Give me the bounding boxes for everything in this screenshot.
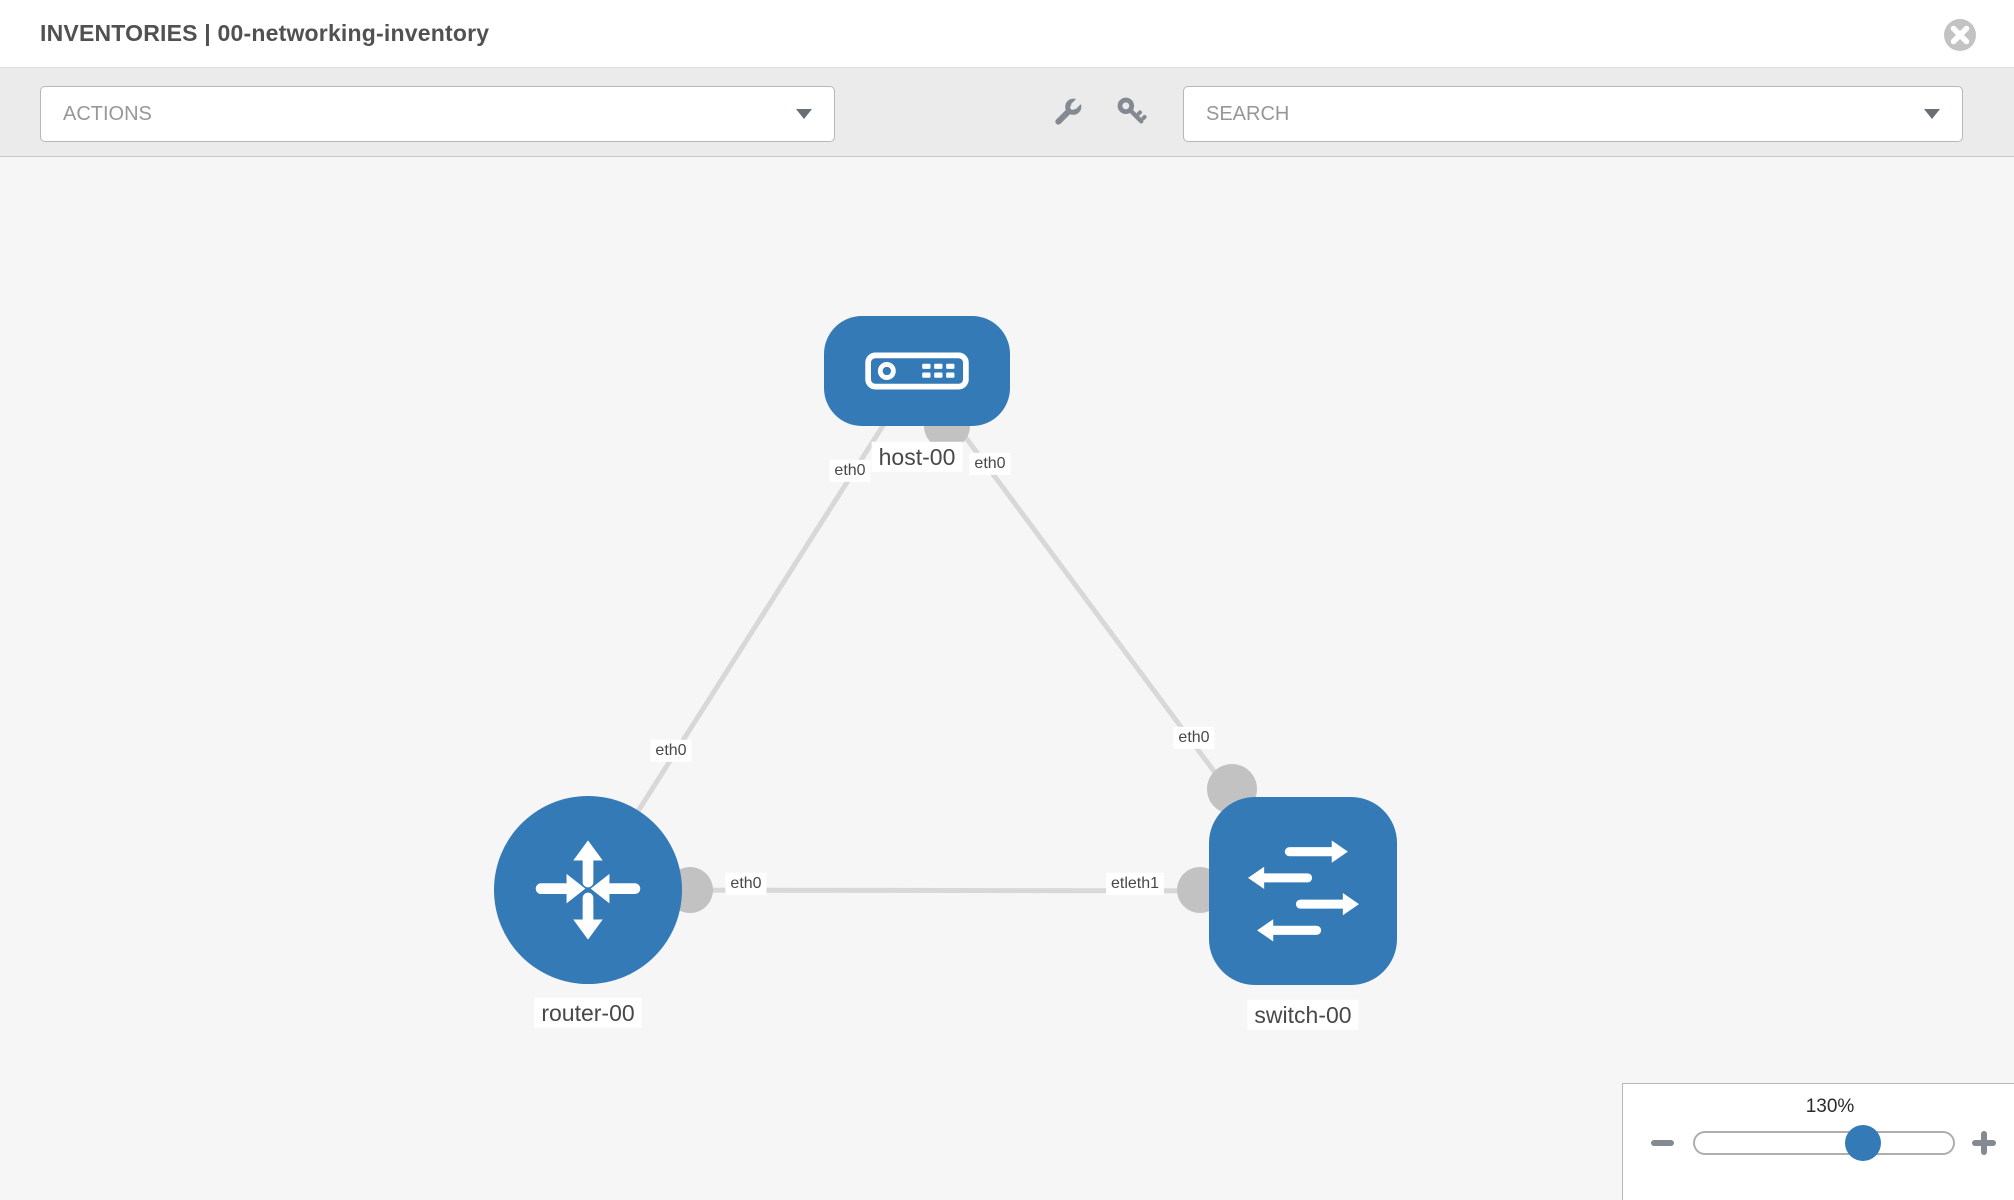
close-button[interactable] xyxy=(1942,17,1978,53)
switch-arrows-icon xyxy=(1248,840,1359,942)
link-host-router xyxy=(585,370,920,892)
router-arrows-icon xyxy=(535,840,641,940)
chevron-down-icon xyxy=(796,109,812,119)
interface-label: eth0 xyxy=(650,739,692,763)
zoom-slider-thumb[interactable] xyxy=(1845,1125,1881,1161)
node-router-00[interactable] xyxy=(494,796,682,984)
key-icon xyxy=(1117,97,1147,124)
node-label-switch: switch-00 xyxy=(1247,999,1359,1031)
zoom-level-value: 130% xyxy=(1805,1096,1855,1117)
node-host-00[interactable] xyxy=(824,316,1010,426)
interface-dots xyxy=(667,403,1257,913)
actions-dropdown-label: ACTIONS xyxy=(63,102,152,125)
chevron-down-icon xyxy=(1924,109,1940,119)
node-label-router: router-00 xyxy=(534,997,642,1029)
wrench-icon xyxy=(1055,97,1083,125)
node-label-host: host-00 xyxy=(871,441,963,473)
server-icon xyxy=(865,352,969,390)
page-title: INVENTORIES | 00-networking-inventory xyxy=(40,20,490,46)
interface-label: eth0 xyxy=(725,872,767,896)
x-circle-icon xyxy=(1944,19,1976,51)
search-dropdown-label: SEARCH xyxy=(1206,102,1290,125)
zoom-out-button minus-icon[interactable] xyxy=(1651,1140,1674,1146)
actions-dropdown[interactable]: ACTIONS xyxy=(40,86,835,142)
interface-label: eth0 xyxy=(1173,726,1215,750)
node-switch-00[interactable] xyxy=(1209,797,1397,985)
interface-label: etleth1 xyxy=(1105,872,1165,896)
zoom-in-button plus-icon[interactable] xyxy=(1972,1131,1996,1155)
search-dropdown[interactable]: SEARCH xyxy=(1183,86,1963,142)
interface-label: eth0 xyxy=(969,452,1011,476)
zoom-slider-track[interactable] xyxy=(1693,1131,1955,1155)
header: INVENTORIES | 00-networking-inventory xyxy=(0,0,2014,68)
zoom-control-panel: 130% xyxy=(1622,1083,2014,1200)
configure-button[interactable] xyxy=(1048,94,1086,132)
credentials-button[interactable] xyxy=(1114,94,1152,132)
interface-label: eth0 xyxy=(829,459,871,483)
toolbar: ACTIONS xyxy=(0,68,2014,157)
